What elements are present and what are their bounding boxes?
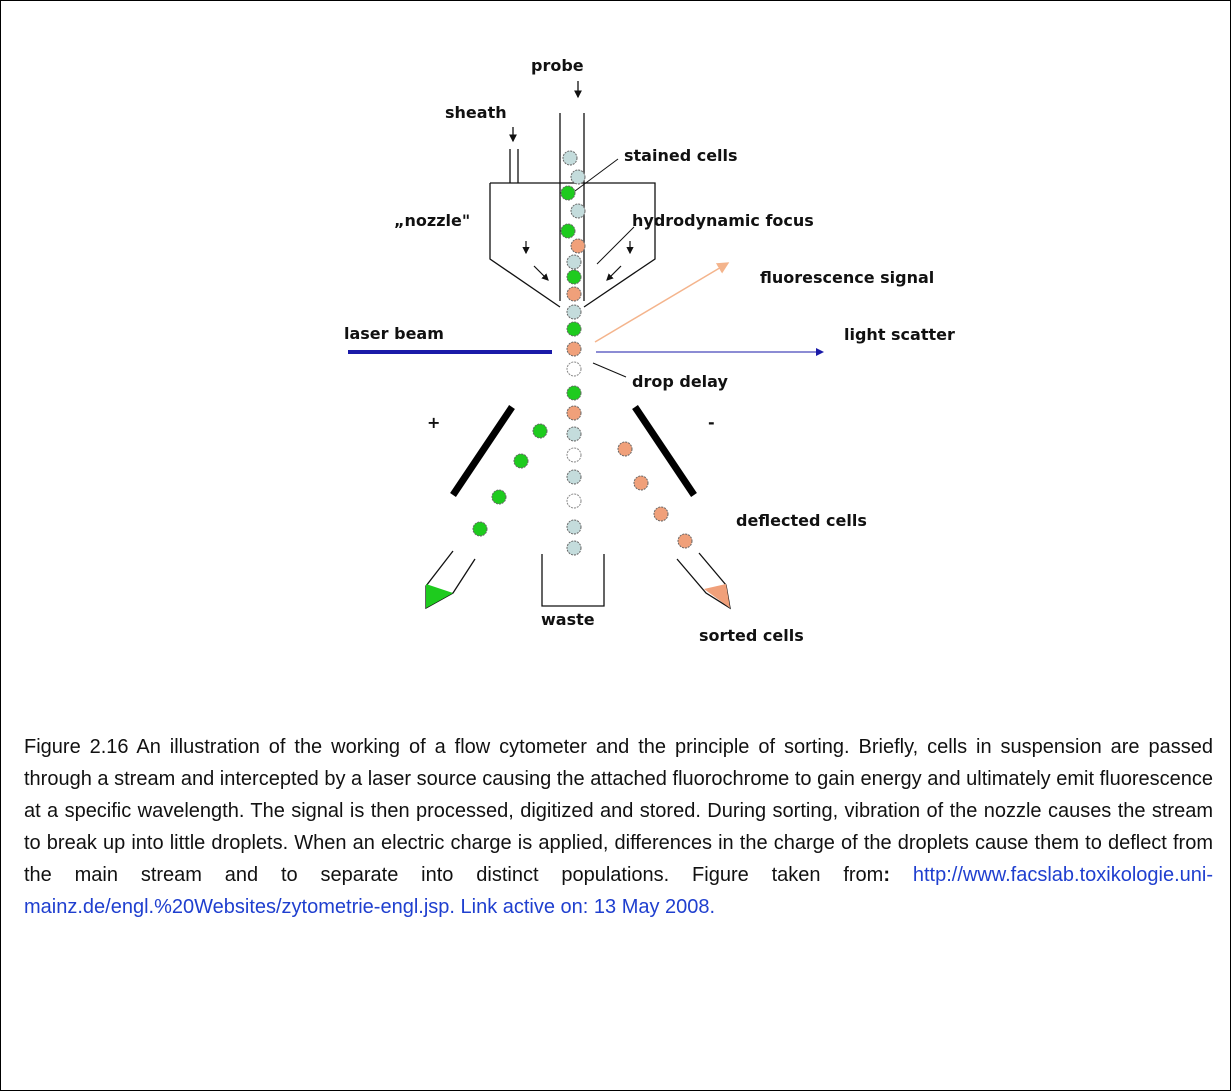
label-fluorescence-signal: fluorescence signal: [760, 268, 934, 287]
cell-orange: [566, 286, 582, 302]
pointer-lines: [574, 158, 635, 378]
cell-green: [566, 385, 582, 401]
deflected-green-cells: [472, 423, 548, 537]
label-hydrodynamic-focus: hydrodynamic focus: [632, 211, 814, 230]
cell-empty: [566, 361, 582, 377]
cell-blue: [570, 203, 586, 219]
fluorescence-signal-line: [594, 262, 730, 343]
cell-green: [566, 269, 582, 285]
label-deflected-cells: deflected cells: [736, 511, 867, 530]
cell-blue: [566, 254, 582, 270]
label-probe: probe: [531, 56, 584, 75]
label-waste: waste: [541, 610, 595, 629]
label-stained-cells: stained cells: [624, 146, 738, 165]
right-collection-tube: [676, 552, 731, 610]
waste-container: [541, 554, 605, 607]
source-link[interactable]: http://www.facslab.toxikologie.uni-mainz…: [24, 864, 1213, 918]
stream-cells: [560, 150, 586, 556]
sheath-tube: [509, 149, 519, 183]
label-minus: -: [708, 413, 715, 432]
label-nozzle: „nozzle": [394, 211, 470, 230]
cell-blue: [566, 426, 582, 442]
cell-green: [560, 185, 576, 201]
left-collection-tube: [425, 550, 476, 610]
cell-empty: [566, 493, 582, 509]
cell-orange: [566, 341, 582, 357]
cell-blue: [562, 150, 578, 166]
cell-blue: [566, 469, 582, 485]
figure-caption: Figure 2.16 An illustration of the worki…: [24, 731, 1213, 923]
positive-plate: [450, 405, 515, 497]
negative-plate: [632, 405, 697, 497]
label-sheath: sheath: [445, 103, 507, 122]
caption-colon: :: [883, 864, 890, 886]
cell-blue: [570, 169, 586, 185]
label-laser-beam: laser beam: [344, 324, 444, 343]
cell-empty: [566, 447, 582, 463]
flow-cytometer-diagram: probe sheath stained cells „nozzle" hydr…: [344, 56, 955, 645]
cell-blue: [566, 519, 582, 535]
cell-blue: [566, 304, 582, 320]
cell-orange: [566, 405, 582, 421]
deflected-orange-cells: [617, 441, 693, 549]
cell-orange: [570, 238, 586, 254]
focus-arrows: [522, 241, 634, 281]
label-drop-delay: drop delay: [632, 372, 728, 391]
cell-blue: [566, 540, 582, 556]
label-light-scatter: light scatter: [844, 325, 955, 344]
nozzle-body: [489, 182, 656, 308]
label-plus: +: [427, 413, 440, 432]
label-sorted-cells: sorted cells: [699, 626, 804, 645]
cell-green: [566, 321, 582, 337]
caption-text: Figure 2.16 An illustration of the worki…: [24, 736, 1213, 886]
cell-green: [560, 223, 576, 239]
